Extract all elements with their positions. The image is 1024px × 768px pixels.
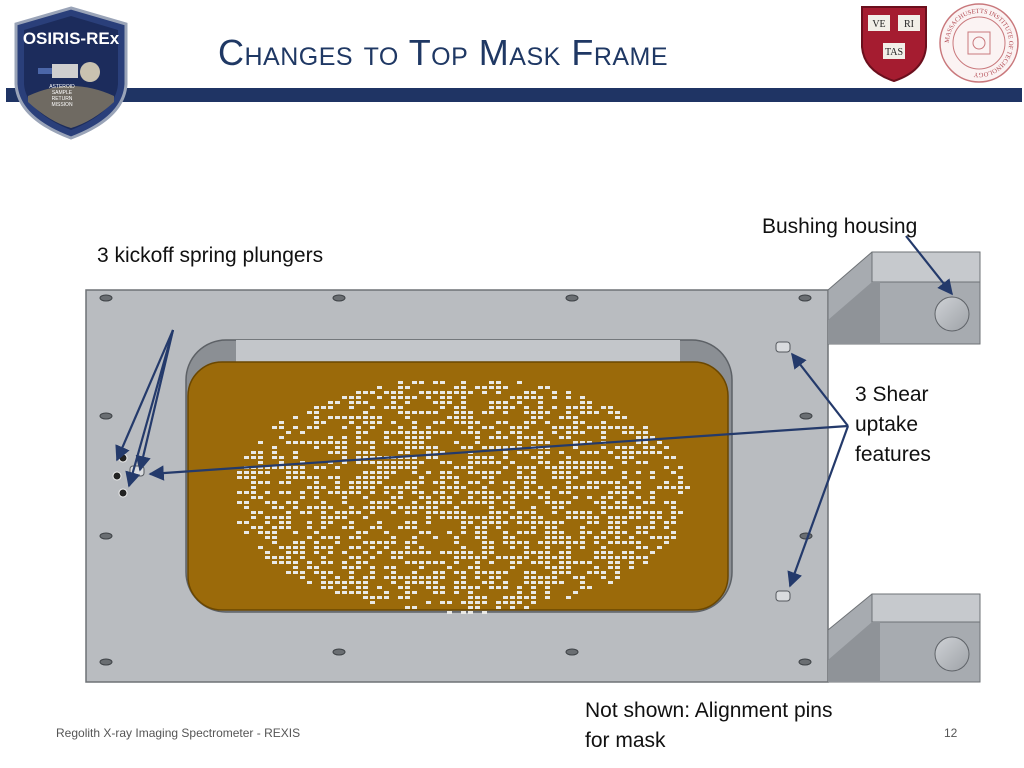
svg-text:SAMPLE: SAMPLE [52, 90, 73, 96]
svg-text:TAS: TAS [885, 47, 903, 58]
slide-title: Changes to Top Mask Frame [218, 32, 669, 73]
title-bar [6, 88, 1022, 102]
bushing-hole [934, 296, 970, 332]
svg-text:ASTEROID: ASTEROID [49, 84, 75, 90]
svg-text:RETURN: RETURN [52, 96, 73, 102]
osiris-rex-logo: OSIRIS-REx ASTEROID SAMPLE RETURN MISSIO… [14, 6, 128, 140]
svg-text:MISSION: MISSION [51, 102, 73, 108]
page-number: 12 [944, 726, 958, 740]
screw-hole [798, 658, 812, 666]
bushing-hole [934, 636, 970, 672]
screw-hole [799, 532, 813, 540]
screw-hole [99, 658, 113, 666]
svg-text:VE: VE [872, 19, 885, 30]
arrow-kickoff [135, 329, 175, 472]
not-shown-label: Not shown: Alignment pins for mask [585, 699, 833, 752]
osiris-logo-text: OSIRIS-REx [23, 29, 120, 48]
screw-hole [99, 532, 113, 540]
svg-text:RI: RI [904, 19, 914, 30]
screw-hole [99, 294, 113, 302]
bushing-housing-bottom [827, 593, 981, 683]
kickoff-plungers-label: 3 kickoff spring plungers [97, 244, 324, 267]
screw-hole [799, 412, 813, 420]
mit-seal-logo: MASSACHUSETTS INSTITUTE OF TECHNOLOGY [939, 3, 1019, 83]
arrow-bushing [905, 235, 953, 296]
screw-hole [99, 412, 113, 420]
screw-hole [565, 294, 579, 302]
screw-hole [332, 294, 346, 302]
footer-text: Regolith X-ray Imaging Spectrometer - RE… [56, 726, 301, 740]
screw-hole [565, 648, 579, 656]
screw-hole [798, 294, 812, 302]
shear-uptake-label: 3 Shear uptake features [855, 383, 931, 466]
arrow-kickoff [115, 329, 175, 462]
arrow-shear [148, 424, 849, 481]
harvard-shield-logo: VE RI TAS [861, 6, 927, 83]
bushing-housing-label: Bushing housing [762, 215, 918, 238]
bushing-housing-top [827, 251, 981, 345]
arrow-shear [791, 352, 849, 427]
arrow-shear [787, 425, 850, 588]
screw-hole [332, 648, 346, 656]
